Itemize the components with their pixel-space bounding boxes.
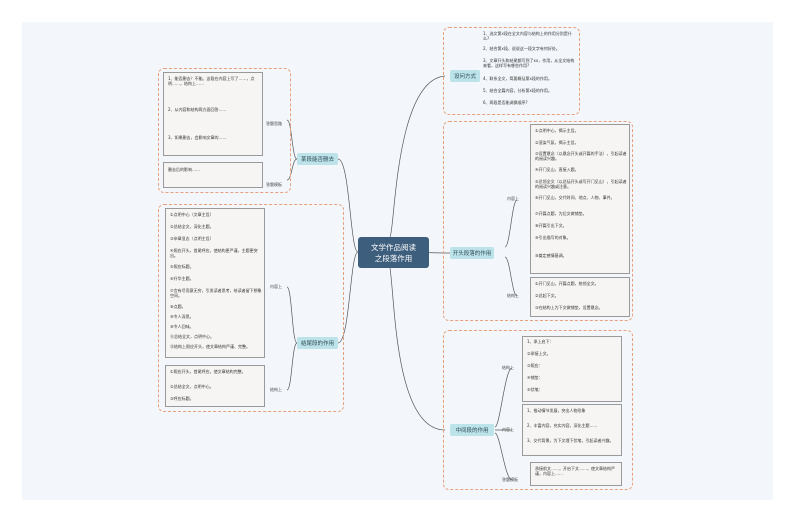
special-template: 删去后的影响…… — [168, 167, 200, 172]
question-form-item: 2、结合第x段，说说这一段文字有何好处。 — [483, 46, 560, 51]
middle-structure-item: 1、承上启下： — [527, 339, 554, 344]
special-label-b: 答题模板 — [266, 182, 282, 187]
ending-content-panel: ①点明中心（文章主旨） ②总结全文，深化主题。 ③卒章显志（点明主旨） ④照应开… — [165, 208, 265, 358]
opening-content-item: ⑨引出描写的对象。 — [535, 235, 571, 240]
ending-structure-item: ③呼应标题。 — [170, 396, 194, 401]
opening-content-item: ⑤总领全文（以总括开头或写开门见山），引起读者的阅读兴趣或注意。 — [535, 179, 627, 190]
opening-node[interactable]: 开头段落的作用 — [450, 247, 494, 259]
question-forms-group — [443, 27, 580, 115]
middle-special-panel: 承接前文……，开启下文……，使文章结构严谨，内容上…… — [530, 462, 622, 486]
middle-node[interactable]: 中间段的作用 — [450, 424, 494, 436]
ending-content-item: ⑥升华主题。 — [170, 276, 194, 281]
ending-content-item: ⑫结构上照应开头，使文章结构严谨、完整。 — [170, 344, 250, 349]
middle-structure-item: ③照应： — [527, 363, 543, 368]
ending-content-item: ②总结全文，深化主题。 — [170, 224, 214, 229]
question-form-item: 1、选文第x段在全文内容与结构上的作用分别是什么? — [483, 31, 572, 42]
ending-content-item: ⑧点题。 — [170, 304, 186, 309]
ending-content-item: ①点明中心（文章主旨） — [170, 212, 214, 217]
question-forms-node[interactable]: 设问方式 — [450, 70, 480, 82]
special-items-panel: 1、能否删去？不能。这段在内容上写了……，点明……，结构上…… 2、从内容和结构… — [163, 72, 263, 156]
ending-group — [158, 204, 344, 412]
middle-structure-panel: 1、承上启下： ②承接上文。 ③照应： ④铺垫： ⑤伏笔： — [522, 336, 622, 402]
middle-structure-item: ②承接上文。 — [527, 351, 551, 356]
opening-content-item: ④开门见山，直接入题。 — [535, 167, 579, 172]
middle-content-item: 3、交代背景，为下文埋下伏笔，引起读者兴趣。 — [527, 438, 614, 443]
question-form-item: 5、结合全篇内容，分析第x段的作用。 — [483, 88, 552, 93]
opening-structure-item: ①开门见山，开篇点题，统领全文。 — [535, 281, 599, 286]
opening-content-item: ⑧开篇引出下文。 — [535, 223, 567, 228]
opening-content-panel: ①点明中心，揭示主旨。 ②渲染气氛，揭示主旨。 ③设置悬念（以悬念开头或开篇的手… — [530, 124, 630, 274]
middle-structure-item: ⑤伏笔： — [527, 387, 543, 392]
special-item: 3、如果删去，会影响文章的…… — [168, 135, 227, 140]
opening-structure-item: ③在结构上为下文做铺垫，设置悬念。 — [535, 305, 603, 310]
special-template-panel: 删去后的影响…… — [163, 162, 263, 188]
central-topic[interactable]: 文学作品阅读 之段落作用 — [358, 237, 429, 268]
ending-content-label: 内容上 — [270, 284, 282, 289]
middle-structure-item: ④铺垫： — [527, 375, 543, 380]
ending-content-item: ④照应开头，首尾呼应，使结构更严谨，主题更突出。 — [170, 248, 258, 259]
ending-structure-item: ①照应开头，首尾呼应，使文章结构完整。 — [170, 369, 246, 374]
middle-special-label: 答题模板 — [502, 477, 518, 482]
opening-structure-panel: ①开门见山，开篇点题，统领全文。 ②总起下文。 ③在结构上为下文做铺垫，设置悬念… — [530, 277, 630, 317]
opening-content-item: ⑩奠定感情基调。 — [535, 253, 567, 258]
special-item: 2、从内容和结构两方面回答…… — [168, 107, 227, 112]
ending-content-item: ⑦言有尽而意无穷，引发读者思考，给读者留下想象空间。 — [170, 288, 262, 299]
middle-group — [443, 330, 633, 490]
ending-content-item: ⑪总结全文，点明中心。 — [170, 334, 214, 339]
opening-content-label: 内容上 — [507, 196, 519, 201]
opening-structure-item: ②总起下文。 — [535, 293, 559, 298]
ending-structure-label: 结构上 — [270, 387, 282, 392]
special-label-a: 答题思路 — [266, 121, 282, 126]
central-title-line1: 文学作品阅读 — [371, 242, 416, 252]
middle-content-item: 2、丰富内容，充实内容，深化主题…… — [527, 423, 598, 428]
opening-group — [443, 121, 633, 321]
ending-node[interactable]: 结尾段的作用 — [297, 337, 338, 349]
question-form-item: 4、联系全文，简要概括第x段的作用。 — [483, 76, 552, 81]
middle-content-panel: 1、推动情节发展，突出人物形象 2、丰富内容，充实内容，深化主题…… 3、交代背… — [522, 404, 622, 456]
central-title-line2: 之段落作用 — [374, 253, 413, 263]
question-form-item: 3、文章开头和结尾都写到了xx，作用，从全文结构来看，这样写有哪些作用? — [483, 58, 575, 69]
opening-content-item: ②渲染气氛，揭示主旨。 — [535, 140, 579, 145]
ending-content-item: ⑨令人深思。 — [170, 314, 194, 319]
opening-structure-label: 结构上 — [507, 293, 519, 298]
special-item: 1、能否删去？不能。这段在内容上写了……，点明……，结构上…… — [168, 76, 255, 87]
ending-structure-item: ②总结全文，点明中心。 — [170, 384, 214, 389]
ending-content-item: ⑩令人回味。 — [170, 324, 194, 329]
middle-special-item: 承接前文……，开启下文……，使文章结构严谨，内容上…… — [535, 466, 615, 477]
special-group — [158, 68, 291, 193]
opening-content-item: ⑥开门见山，交代时间、地点、人物、事件。 — [535, 195, 615, 200]
ending-structure-panel: ①照应开头，首尾呼应，使文章结构完整。 ②总结全文，点明中心。 ③呼应标题。 — [165, 365, 265, 407]
middle-structure-label: 结构上 — [502, 365, 514, 370]
ending-content-item: ③卒章显志（点明主旨） — [170, 236, 214, 241]
middle-content-label: 内容上 — [502, 427, 514, 432]
middle-content-item: 1、推动情节发展，突出人物形象 — [527, 408, 586, 413]
opening-content-item: ①点明中心，揭示主旨。 — [535, 128, 579, 133]
opening-content-item: ⑦开篇点题，为后文做铺垫。 — [535, 211, 587, 216]
special-node[interactable]: 某段能否删去 — [297, 153, 338, 165]
question-form-item: 6、两段是否能调换顺序? — [483, 100, 528, 105]
ending-content-item: ⑤照应标题。 — [170, 264, 194, 269]
opening-content-item: ③设置悬念（以悬念开头或开篇的手法），引起读者的阅读兴趣。 — [535, 151, 627, 162]
